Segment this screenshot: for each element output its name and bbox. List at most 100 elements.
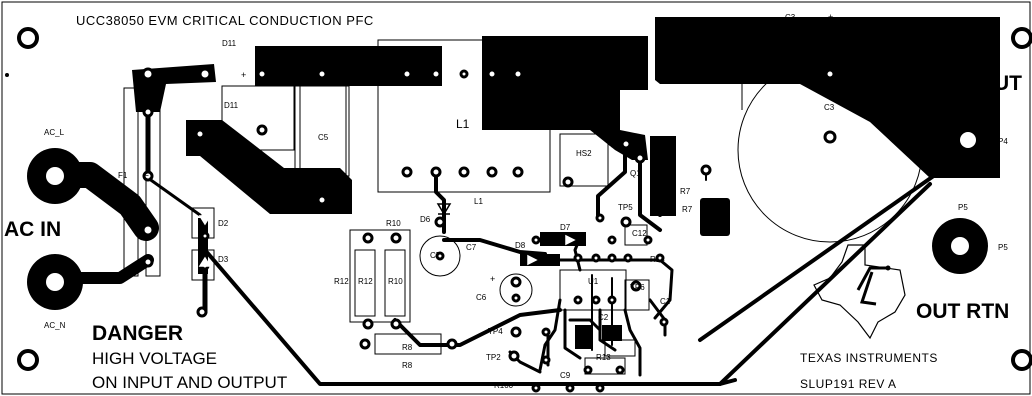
ac-n-label: AC_N [44,321,66,330]
ti-logo [813,244,906,340]
mounting-hole-bottom-left [17,349,39,371]
copper-switch-node [482,36,648,160]
component-outlines [123,39,923,375]
out-label-partial: UT [994,72,1022,95]
refdes-c2: C2 [598,313,609,322]
c12-outline [624,224,648,246]
f1-fuse-holder-left [123,87,139,277]
warning-line-3: ON INPUT AND OUTPUT [92,373,287,392]
refdes-p4: P4 [998,137,1008,146]
copper-bridge-top [255,46,442,86]
refdes-r8b: R8 [402,361,413,370]
refdes-c7: C7 [466,243,477,252]
revision-label: SLUP191 REV A [800,377,897,391]
mounting-hole-top-left [17,27,39,49]
ground-return-trace [203,182,932,386]
board-title: UCC38050 EVM CRITICAL CONDUCTION PFC [76,13,374,28]
refdes-tp6: TP6 [630,283,645,292]
refdes-q1: Q1 [630,169,641,178]
refdes-d2: D2 [218,219,229,228]
diode-symbols [198,215,576,267]
refdes-f1a: F1 [118,171,128,180]
c9-outline [584,357,626,375]
r13-resistor-body [602,325,622,341]
fiducial-dot [5,73,9,77]
r7-pad-block [700,198,730,236]
refdes-r10a: R10 [386,219,401,228]
refdes-r8a: R8 [402,343,413,352]
copper-output-bus [655,17,1000,178]
tp6-outline [624,279,650,311]
refdes-c7b: C7 [430,251,441,260]
d7-diode-body [540,232,586,246]
large-pads [27,118,990,310]
refdes-hs2: HS2 [576,149,592,158]
refdes-r7a: R7 [680,187,691,196]
c2-capacitor-body [575,325,593,349]
refdes-c3b: C3 [824,103,835,112]
refdes-r14: R14 [650,255,665,264]
d8-diode-body [520,254,560,266]
r12-r10-silk-box [349,229,411,323]
d11-bridge-outline [221,85,295,151]
ac-l-label: AC_L [44,128,65,137]
refdes-r100: R100 [494,381,514,390]
refdes-tp4: TP4 [488,327,503,336]
refdes-f1b: F1 [144,171,154,180]
refdes-c6: C6 [476,293,487,302]
ac-in-label: AC IN [4,218,61,241]
l1-inductor-outline [377,39,551,193]
refdes-p5b: P5 [998,243,1008,252]
r12-resistor-outline [354,249,376,317]
c6-capacitor-outline [499,273,533,307]
c7-capacitor-outline [419,235,461,277]
refdes-d6: D6 [420,215,431,224]
warning-line-2: HIGH VOLTAGE [92,349,217,368]
refdes-c3a: C3 [785,13,796,22]
reference-designators: D11 D11 C5 L1 L1 F1 F1 D2 D3 C3 C3 P4 P5… [118,13,1008,390]
r7-resistor-body [650,136,676,216]
c5-capacitor-outline [294,85,350,177]
manufacturer-label: TEXAS INSTRUMENTS [800,351,938,365]
hs2-heatsink-outline [559,133,609,187]
refdes-r12b: R12 [358,277,373,286]
refdes-d3: D3 [218,255,229,264]
refdes-d11a: D11 [222,39,237,48]
f1-fuse-holder-right [145,87,161,277]
refdes-r12a: R12 [334,277,349,286]
refdes-r7b: R7 [682,205,693,214]
refdes-l1: L1 [456,117,470,131]
refdes-c1: C1 [660,297,671,306]
refdes-r13: R13 [596,353,611,362]
plus-mark-c3: + [828,12,833,22]
through-hole-pads [141,67,837,393]
refdes-tp5: TP5 [618,203,633,212]
plus-mark-c6: + [490,274,495,284]
mounting-hole-bottom-right [1011,349,1032,371]
refdes-c12: C12 [632,229,647,238]
mounting-hole-top-right [1011,27,1032,49]
r10-resistor-outline [384,249,406,317]
refdes-u1: U1 [588,277,599,286]
refdes-q: Q [608,139,614,148]
refdes-d11b: D11 [224,101,239,110]
copper-bridge-diagonal [186,120,352,214]
refdes-d7: D7 [560,223,571,232]
refdes-tp2: TP2 [486,353,501,362]
refdes-c9: C9 [560,371,571,380]
d2-d3-body-strip [198,218,208,274]
refdes-l1small: L1 [474,197,483,206]
refdes-d8: D8 [515,241,526,250]
component-bodies [198,136,730,349]
polarity-marks: + + + [241,12,833,284]
out-rtn-label: OUT RTN [916,300,1009,323]
refdes-r10b: R10 [388,277,403,286]
warning-line-1: DANGER [92,322,183,345]
c3-capacitor-outline [737,57,923,243]
refdes-p5a: P5 [958,203,968,212]
mounting-holes [17,27,1032,371]
refdes-c5: C5 [318,133,329,142]
plus-mark-bridge: + [241,70,246,80]
